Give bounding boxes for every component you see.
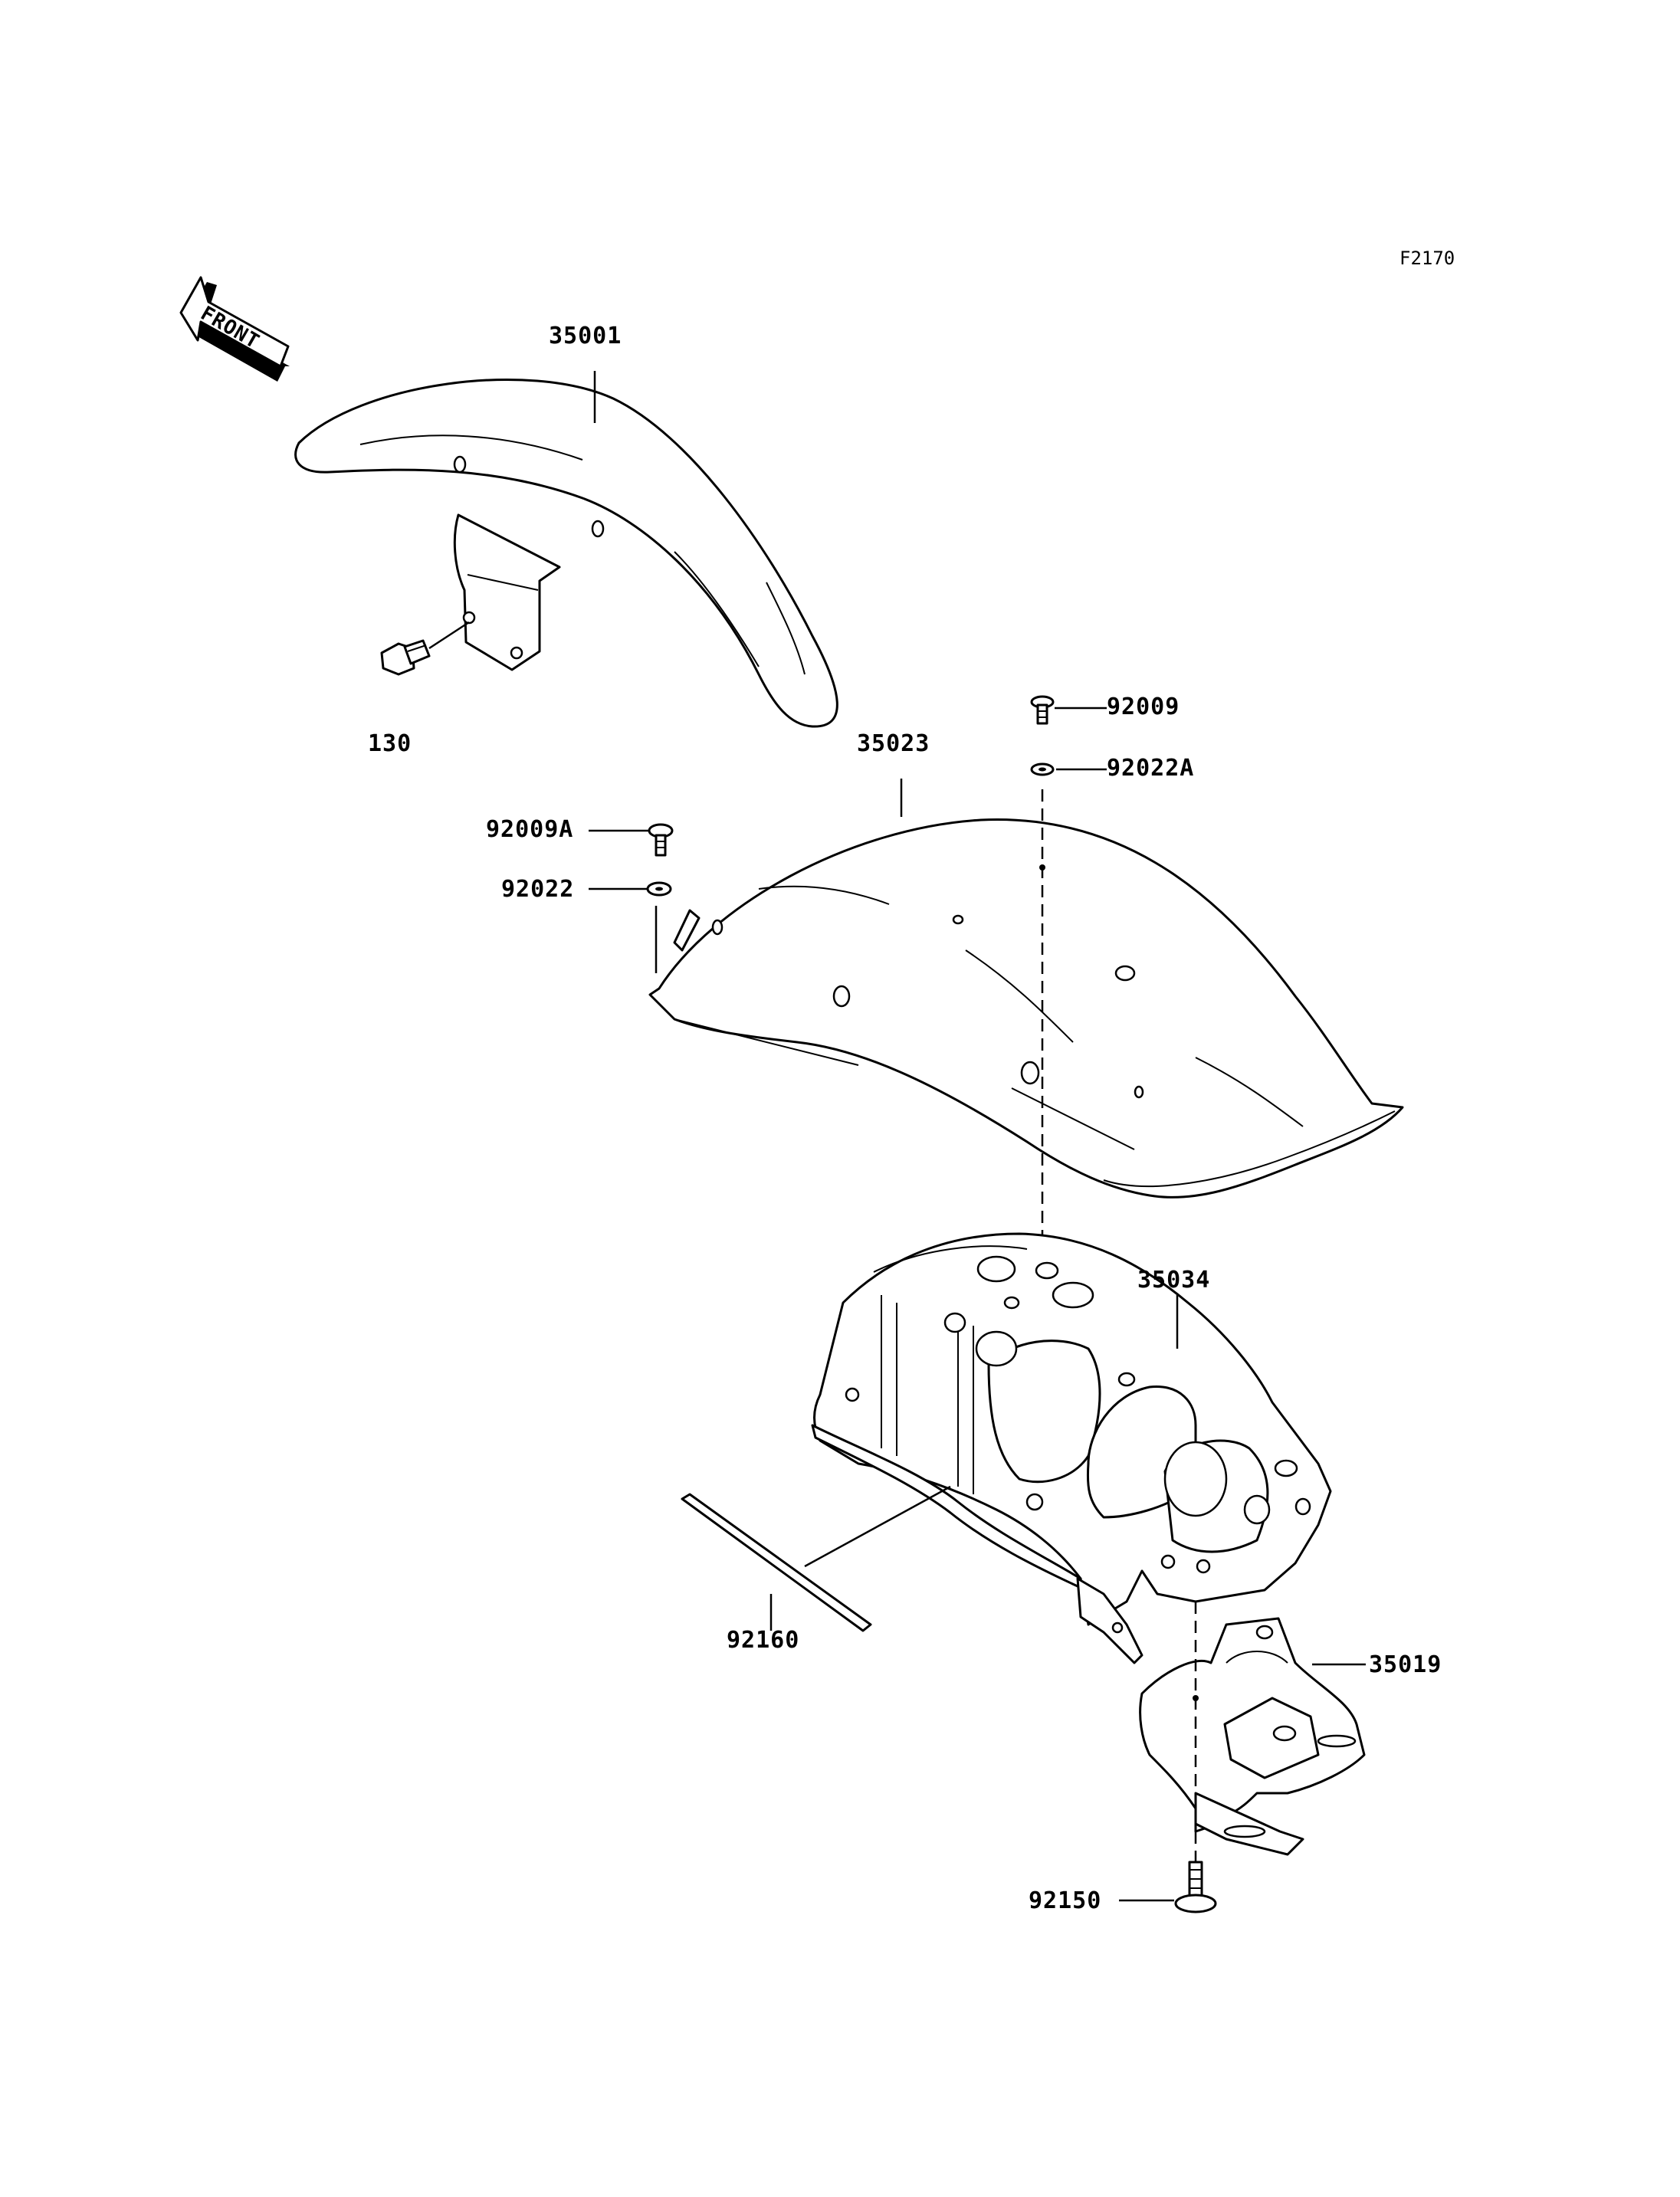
callout-plate-bracket: 35019	[1369, 1651, 1442, 1678]
washer-front	[589, 881, 672, 973]
callout-screw-front: 92009A	[486, 816, 573, 843]
bottom-screw	[1119, 1861, 1217, 1913]
front-fender	[294, 379, 838, 728]
diagram-code: F2170	[1399, 248, 1455, 269]
callout-washer-rear: 92022A	[1107, 755, 1194, 782]
screw-front	[589, 823, 674, 857]
plate-bracket	[1139, 1617, 1366, 1856]
washer-rear	[1030, 762, 1107, 776]
front-fender-bolt	[380, 621, 470, 676]
callout-front-fender: 35001	[549, 323, 622, 349]
callout-washer-front: 92022	[501, 876, 574, 903]
callout-strip: 92160	[727, 1627, 799, 1654]
callout-front-fender-bolt: 130	[368, 730, 412, 757]
front-arrow-icon: FRONT	[179, 276, 290, 382]
rear-fender	[648, 818, 1404, 1199]
screw-rear	[1030, 695, 1107, 725]
callout-bottom-screw: 92150	[1029, 1887, 1101, 1914]
inner-fender	[811, 1232, 1332, 1664]
callout-rear-fender: 35023	[857, 730, 930, 757]
callout-screw-rear: 92009	[1107, 694, 1180, 720]
callout-inner-fender: 35034	[1137, 1267, 1210, 1294]
strip	[681, 1485, 951, 1632]
